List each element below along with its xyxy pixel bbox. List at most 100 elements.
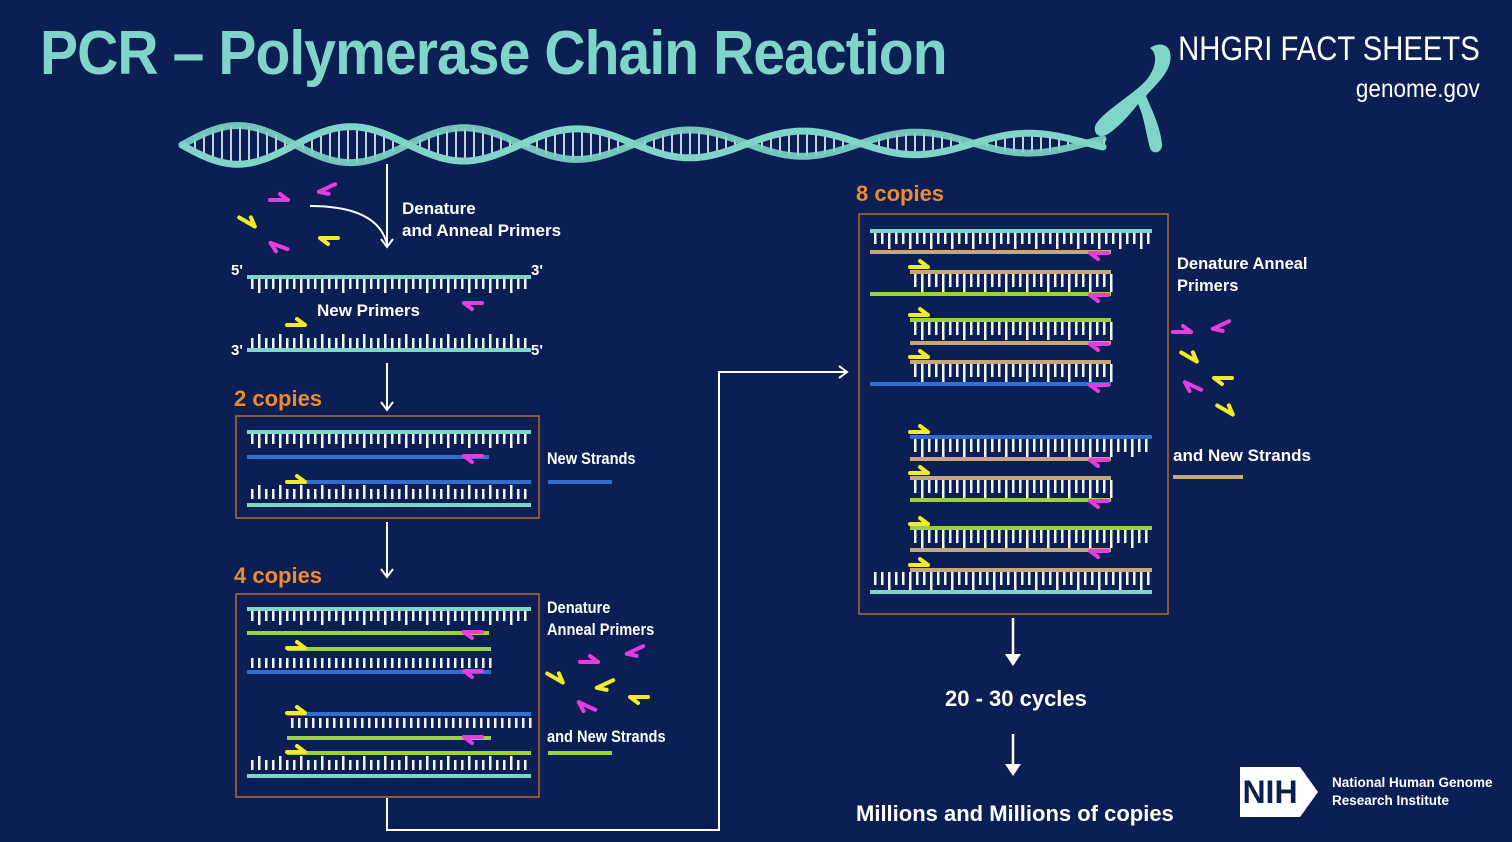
strand-base [412,658,415,668]
strand-base [340,718,343,728]
nih-logo[interactable]: NIH National Human Genome Research Insti… [1240,767,1493,817]
strand-base [510,279,513,293]
strand-base [1089,530,1092,548]
strand-base [930,572,933,590]
box-8-copies [858,213,1169,615]
strand-base [1012,439,1015,452]
strand-base [1047,530,1050,548]
strand-base [370,279,373,289]
strand-base [923,233,926,244]
strand-base [977,480,980,493]
strand-backbone [247,430,531,434]
strand-base [405,611,408,625]
strand-base [440,658,443,668]
strand-base [293,760,296,770]
strand-base [1084,233,1087,244]
strand-base [1007,572,1010,585]
strand-base [1033,439,1036,452]
brand: NHGRI FACT SHEETS genome.gov [1129,30,1480,104]
strand-base [272,658,275,668]
primer-arrow [462,454,484,464]
strand-base [963,439,966,457]
strand-base [468,334,471,348]
strand-base [1133,572,1136,585]
legend-swatches [548,475,1243,755]
strand-base [1103,480,1106,493]
strand-base [391,489,394,499]
strand-base [426,756,429,770]
strand-backbone [910,318,1111,322]
strand-base [321,485,324,499]
strand-base [475,658,478,668]
strand-base [475,760,478,770]
strand-base [426,658,429,668]
primer-arrow [1088,458,1110,468]
strand-base [914,439,917,452]
strand-base [286,611,289,621]
strand-base [1014,572,1017,590]
strand-base [1077,233,1080,249]
strand-base [1070,572,1073,585]
strand-base [419,489,422,499]
strand-base [405,658,408,668]
primer-arrow [1179,350,1199,364]
strand-base [412,489,415,499]
strand-backbone [870,382,1111,386]
strand-base [335,760,338,770]
primer-arrow [1212,376,1234,386]
strand-base [391,434,394,444]
strand-base [1089,439,1092,457]
strand-backbone [910,457,1111,461]
strand-base [1040,480,1043,493]
box-2-copies [235,415,540,519]
strand-base [935,274,938,287]
strand-base [419,611,422,621]
strand-base [921,364,924,382]
strand-base [440,760,443,770]
strand-base [1110,439,1113,457]
strand-base [279,611,282,625]
strand-base [314,658,317,668]
strand-base [377,338,380,348]
strand-base [314,611,317,621]
strand-base [447,279,450,293]
primer-arrow [624,644,646,658]
strand-base [258,485,261,499]
strand-base [475,489,478,499]
strand-base [991,322,994,335]
strand-base [335,338,338,348]
strand-base [384,611,387,625]
strand-base [949,322,952,335]
strand-base [1033,530,1036,543]
strand-base [998,274,1001,287]
strand-base [1021,572,1024,585]
strand-backbone [910,476,1111,480]
strand-base [468,611,471,625]
strand-base [1075,530,1078,543]
primer-arrow [268,240,290,254]
primer-arrow [1088,251,1110,261]
strand-base [1068,530,1071,548]
strand-base [307,760,310,770]
strand-base [503,279,506,289]
strand-base [410,718,413,728]
strand-base [489,279,492,293]
strand-base [928,364,931,377]
strand-base [1035,233,1038,249]
strand-base [312,718,315,728]
strand-backbone [870,229,1152,233]
strand-base [314,279,317,289]
strand-base [935,530,938,543]
strand-base [1089,274,1092,292]
strand-base [384,756,387,770]
strand-base [286,279,289,289]
strand-base [930,233,933,249]
strand-base [291,718,294,728]
strand-base [1049,233,1052,244]
strand-base [377,434,380,444]
brand-link[interactable]: genome.gov [1356,75,1480,103]
strand-base [1075,322,1078,335]
strand-base [459,718,462,728]
strand-base [510,611,513,625]
strand-base [1145,439,1148,452]
